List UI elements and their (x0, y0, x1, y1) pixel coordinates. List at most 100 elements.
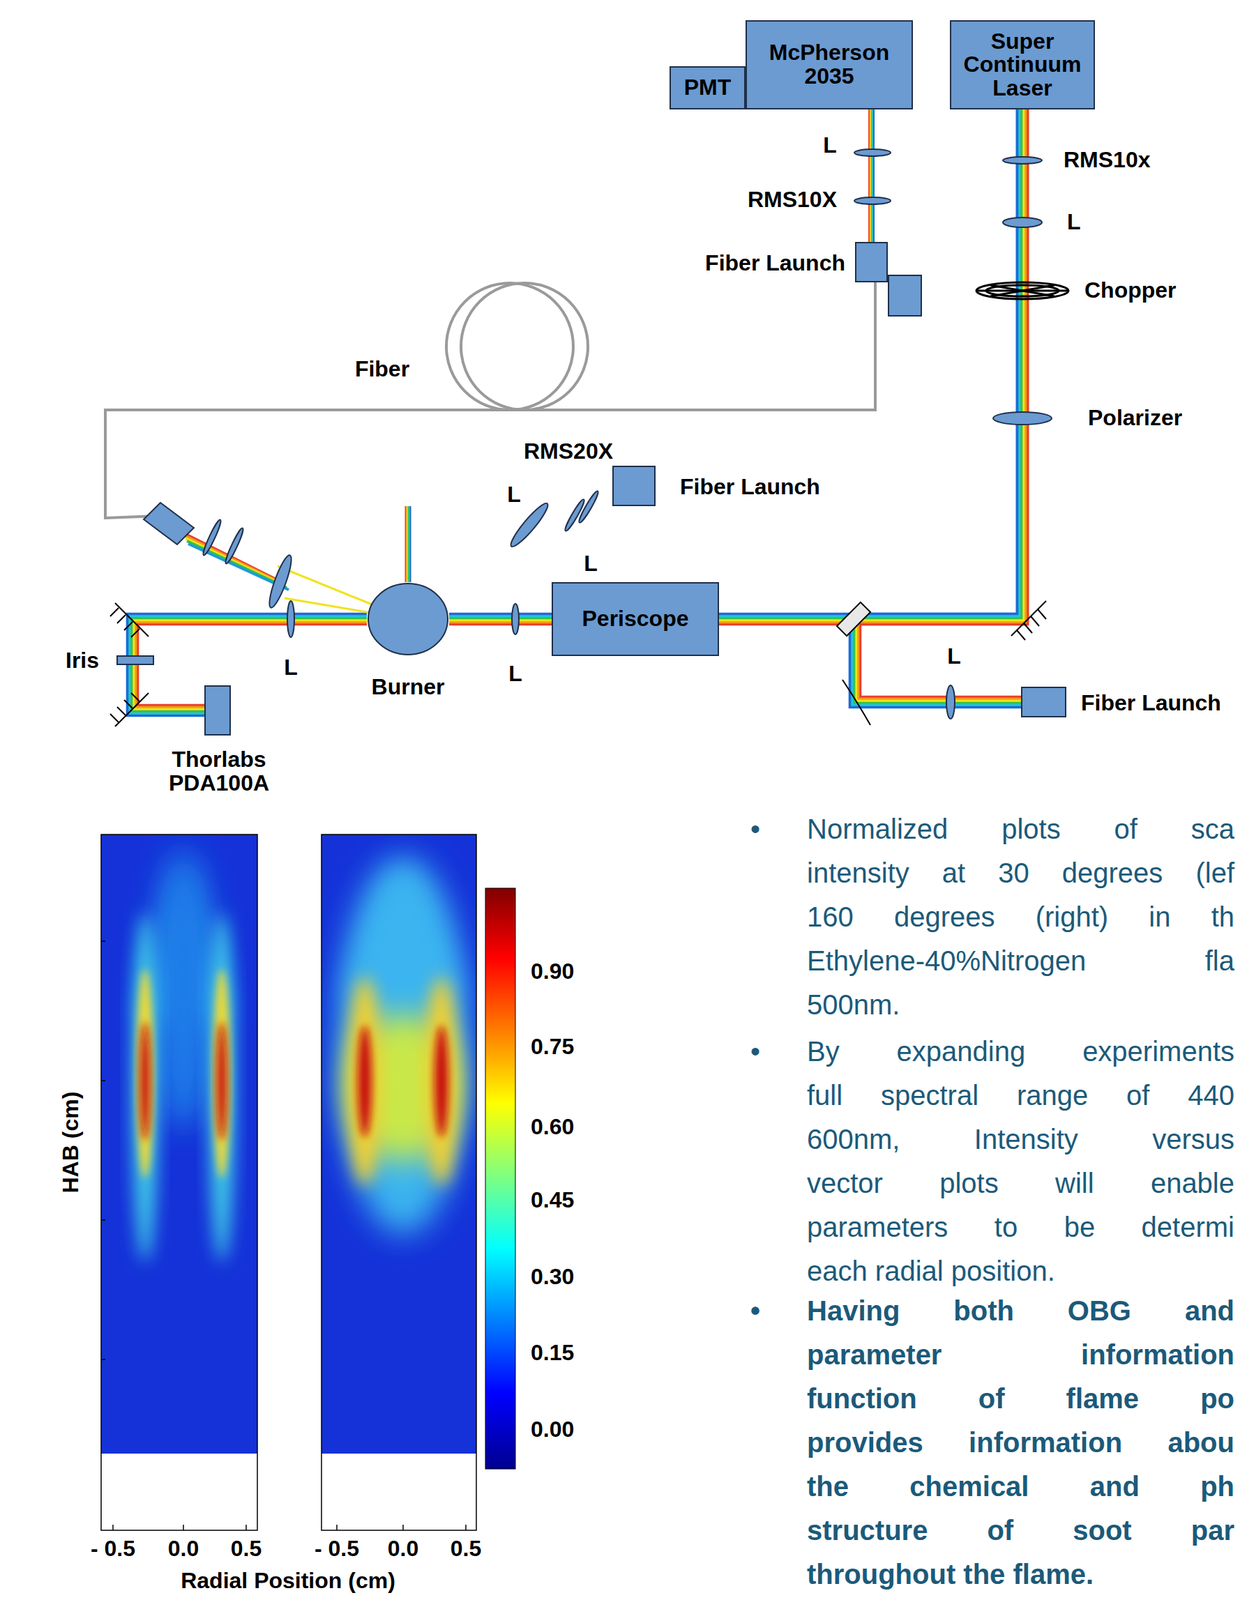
heatmap-160deg (336, 857, 470, 1235)
mirror (131, 629, 140, 638)
heatmap-30deg (216, 1022, 227, 1141)
light-beam (719, 109, 1028, 625)
light-beam (127, 614, 368, 717)
plot-frame (101, 834, 477, 1531)
mirror (1016, 630, 1026, 641)
plot-frame (336, 1525, 338, 1531)
light-beam (719, 109, 1026, 623)
body-text: intensity at 30 degrees (lef (806, 857, 1235, 890)
fiber-launch-box (888, 275, 922, 316)
light-beam (405, 506, 411, 583)
light-beam (449, 614, 552, 625)
part-label: 0.30 (530, 1265, 574, 1290)
plot-frame (112, 1525, 114, 1531)
heatmap-160deg (434, 1025, 449, 1138)
mirror (117, 615, 126, 624)
colorbar (485, 888, 516, 1470)
light-beam (127, 614, 368, 717)
light-beam (719, 109, 1022, 619)
lens (265, 553, 296, 611)
plot-frame (465, 1525, 467, 1531)
mirror (124, 700, 133, 709)
part-label: 0.15 (530, 1341, 574, 1366)
lens (1002, 217, 1042, 228)
plot-frame (182, 1525, 185, 1531)
node-label: PMT (684, 76, 732, 100)
mirror (1037, 609, 1047, 620)
heatmap-160deg (424, 977, 459, 1187)
lens (1002, 156, 1042, 164)
iris (117, 656, 154, 665)
light-beam (868, 109, 870, 243)
mirror (1030, 616, 1040, 627)
part-label: 0.90 (530, 959, 574, 985)
light-beam (870, 109, 872, 243)
mirror (115, 603, 149, 637)
part-label: 0.5 (450, 1537, 482, 1562)
light-beam (406, 506, 408, 583)
body-text: full spectral range of 440 (806, 1080, 1235, 1112)
axis-title: HAB (cm) (58, 1092, 83, 1194)
node-label: Burner (371, 675, 445, 700)
light-beam (719, 109, 1024, 621)
part-label: 0.0 (387, 1537, 419, 1562)
node-label: Thorlabs PDA100A (159, 748, 279, 796)
iris (117, 656, 154, 665)
light-beam (410, 506, 412, 583)
heatmap-30deg (101, 834, 258, 1455)
mirror (842, 679, 871, 726)
light-beam (873, 109, 875, 243)
mirror (1023, 623, 1033, 634)
mirror (110, 714, 119, 723)
body-text: Normalized plots of sca (806, 813, 1235, 846)
node-label: McPherson 2035 (749, 41, 909, 88)
light-beam (872, 109, 874, 243)
light-beam (719, 109, 1020, 617)
node-label: Super Continuum Laser (954, 29, 1091, 101)
part-label: L (508, 661, 523, 687)
monochromator-box: McPherson 2035 (745, 20, 913, 110)
plot-frame (101, 940, 106, 943)
mirror (836, 602, 871, 637)
body-text: vector plots will enable (806, 1168, 1235, 1200)
fiber-launch-box: Fiber Launch (1021, 686, 1067, 718)
burner-outline (368, 583, 448, 655)
bullet: • (750, 1036, 761, 1068)
light-beam (719, 109, 1028, 625)
lens (287, 601, 295, 638)
mirror (131, 693, 140, 702)
lens (993, 412, 1052, 425)
periscope-box: Periscope (551, 582, 720, 657)
lens (854, 149, 891, 157)
light-beam (408, 506, 411, 583)
body-text: By expanding experiments (806, 1036, 1235, 1068)
part-label: Polarizer (1087, 405, 1183, 431)
light-beam (719, 109, 1018, 615)
node-label: Periscope (582, 607, 690, 632)
chopper-wheel (990, 285, 1055, 297)
chopper-wheel (976, 282, 1069, 300)
part-label: Chopper (1084, 278, 1177, 303)
light-beam (407, 506, 410, 583)
body-text: the chemical and ph (806, 1471, 1235, 1503)
body-text: Having both OBG and (806, 1295, 1235, 1328)
heatmap-30deg (209, 913, 235, 1263)
body-text: 160 degrees (right) in th (806, 901, 1235, 934)
part-label: 0.60 (530, 1115, 574, 1140)
body-text: throughout the flame. (806, 1559, 1094, 1591)
part-label: 0.75 (530, 1034, 574, 1060)
light-beam (860, 109, 1028, 698)
heatmap-160deg (321, 834, 477, 1455)
light-beam (852, 109, 1022, 706)
heatmap-30deg (136, 969, 154, 1179)
burner-outline (366, 582, 450, 657)
light-beam (871, 109, 873, 243)
heatmap-160deg (357, 1025, 372, 1138)
body-text: each radial position. (806, 1256, 1056, 1288)
part-label: RMS10X (747, 187, 837, 213)
part-label: - 0.5 (314, 1537, 360, 1562)
node-label: Fiber Launch (1080, 691, 1222, 716)
lens (577, 489, 601, 524)
lens (507, 500, 552, 551)
part-label: L (283, 655, 298, 680)
